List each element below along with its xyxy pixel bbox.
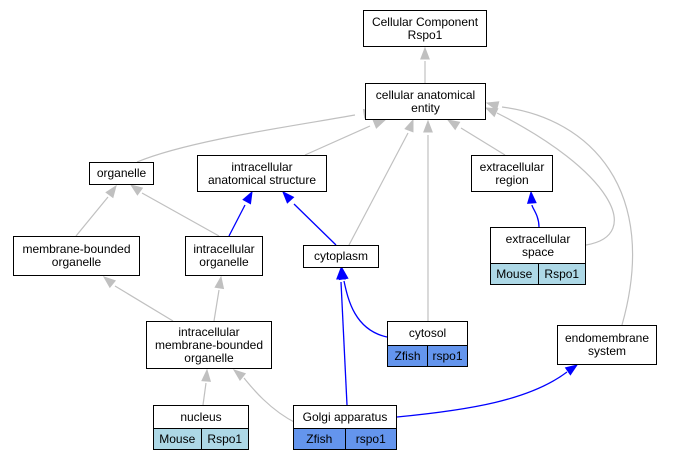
node-membrane-bounded-organelle[interactable]: membrane-bounded organelle	[13, 236, 140, 276]
edge-ias-to-cae	[304, 119, 387, 156]
node-label: Cellular Component Rspo1	[371, 14, 479, 42]
arrowhead	[129, 184, 144, 196]
arrowhead	[423, 119, 433, 133]
node-label: intracellular organelle	[193, 242, 255, 269]
edge-ecr-to-cae	[446, 119, 506, 156]
arrowhead	[282, 190, 295, 204]
gene-cell[interactable]: rspo1	[427, 346, 467, 366]
arrowhead	[526, 190, 537, 204]
arrowhead	[105, 184, 117, 199]
edge-golgi-to-imbo	[232, 369, 297, 424]
node-label: Golgi apparatus	[302, 409, 388, 424]
edge-ecs-to-cae	[484, 107, 615, 246]
node-label: cellular anatomical entity	[375, 87, 476, 115]
arrowhead	[484, 107, 499, 118]
edge-io-to-ias	[228, 190, 253, 237]
gene-cell[interactable]: Rspo1	[537, 264, 585, 284]
node-cytosol[interactable]: cytosol Zfish rspo1	[387, 321, 468, 367]
species-cell[interactable]: Mouse	[154, 429, 201, 449]
edge-cytosol-to-cytoplasm	[338, 266, 388, 338]
species-cell[interactable]: Mouse	[491, 264, 538, 284]
annotation-row: Mouse Rspo1	[491, 263, 585, 284]
edge-cae-to-root	[420, 46, 430, 83]
edge-nucleus-to-imbo	[201, 368, 212, 406]
node-golgi-apparatus[interactable]: Golgi apparatus Zfish rspo1	[293, 405, 397, 450]
species-cell[interactable]: Zfish	[388, 346, 427, 366]
node-extracellular-space[interactable]: extracellular space Mouse Rspo1	[490, 227, 586, 285]
edge-cytosol-to-cae	[423, 119, 433, 321]
node-nucleus[interactable]: nucleus Mouse Rspo1	[153, 405, 249, 450]
edge-cytoplasm-to-cae	[348, 118, 414, 246]
edge-ems-to-cae	[485, 101, 634, 326]
edge-imbo-to-io	[213, 275, 225, 322]
node-label: extracellular space	[505, 231, 571, 259]
arrowhead	[232, 369, 247, 382]
node-endomembrane-system[interactable]: endomembrane system	[557, 325, 657, 365]
node-cellular-anatomical-entity[interactable]: cellular anatomical entity	[365, 83, 486, 120]
node-organelle[interactable]: organelle	[89, 162, 154, 185]
edge-ecs-to-ecr	[526, 190, 540, 228]
arrowhead	[485, 101, 500, 111]
arrowhead	[242, 190, 253, 205]
edge-cytoplasm-to-ias	[282, 190, 337, 246]
arrowhead	[420, 46, 430, 60]
node-label: intracellular membrane-bounded organelle	[154, 324, 264, 365]
annotation-row: Zfish rspo1	[294, 428, 396, 449]
arrowhead	[201, 368, 212, 382]
node-intracellular-anatomical-structure[interactable]: intracellular anatomical structure	[197, 155, 327, 192]
arrowhead	[446, 119, 461, 131]
node-label: organelle	[96, 166, 147, 180]
arrowhead	[564, 364, 579, 376]
node-intracellular-membrane-bounded-organelle[interactable]: intracellular membrane-bounded organelle	[146, 321, 272, 369]
edge-mbo-to-organelle	[75, 184, 117, 237]
species-cell[interactable]: Zfish	[294, 429, 345, 449]
node-label: endomembrane system	[564, 331, 650, 358]
node-label: nucleus	[180, 409, 222, 424]
gene-cell[interactable]: Rspo1	[200, 429, 248, 449]
annotation-row: Mouse Rspo1	[154, 428, 248, 449]
edge-imbo-to-mbo	[102, 276, 174, 322]
arrowhead	[214, 275, 225, 290]
node-cytoplasm[interactable]: cytoplasm	[303, 245, 379, 268]
edge-golgi-to-ems	[396, 364, 579, 418]
edge-golgi-to-cytoplasm	[336, 266, 348, 406]
arrowhead	[102, 276, 117, 289]
node-label: cytoplasm	[313, 249, 369, 263]
node-label: membrane-bounded organelle	[22, 242, 131, 269]
node-intracellular-organelle[interactable]: intracellular organelle	[185, 236, 263, 276]
annotation-row: Zfish rspo1	[388, 345, 467, 366]
arrowhead	[336, 266, 346, 280]
node-label: extracellular region	[479, 159, 545, 187]
gene-cell[interactable]: rspo1	[344, 429, 396, 449]
node-label: intracellular anatomical structure	[207, 159, 317, 187]
node-label: cytosol	[408, 326, 447, 340]
edge-io-to-organelle	[129, 184, 220, 237]
arrowhead	[404, 118, 414, 133]
node-cellular-component-rspo1[interactable]: Cellular Component Rspo1	[363, 10, 487, 47]
arrowhead	[372, 119, 387, 129]
node-extracellular-region[interactable]: extracellular region	[471, 155, 553, 192]
